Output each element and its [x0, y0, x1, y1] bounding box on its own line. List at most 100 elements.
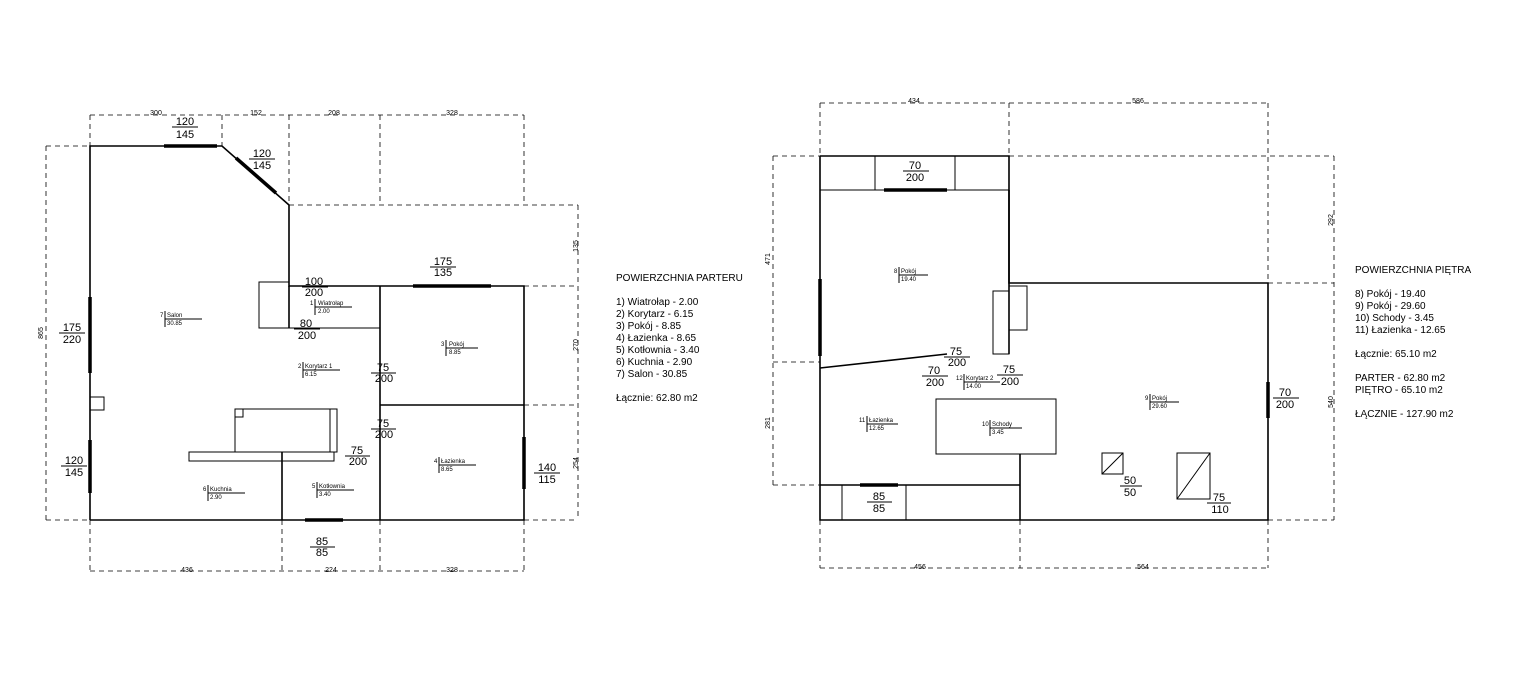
legend-ground-item-7: 7) Salon - 30.85: [616, 369, 688, 380]
opening-width: 175: [434, 256, 452, 268]
upper-opening-2: 75 200: [944, 346, 970, 369]
ground-dimension-lines: [45, 114, 579, 572]
opening-height: 200: [375, 373, 393, 385]
upper-walls: [819, 155, 1269, 521]
ground-dim-top-4: 328: [446, 110, 458, 117]
opening-height: 200: [1276, 399, 1294, 411]
upper-dim-top-2: 586: [1132, 98, 1144, 105]
room-area: 3.40: [319, 492, 331, 498]
ground-opening-9: 75 200: [371, 418, 396, 441]
opening-width: 85: [873, 491, 885, 503]
legend-parter-total: PARTER - 62.80 m2: [1355, 373, 1446, 384]
ground-dim-top-3: 208: [328, 110, 340, 117]
opening-width: 100: [305, 276, 323, 288]
upper-opening-1: 70 200: [903, 160, 929, 184]
upper-opening-8: 75 110: [1207, 492, 1231, 516]
ground-dim-right-1: 135: [573, 240, 580, 252]
upper-floor-plan: 434 586 456 564 471 281 292 540: [765, 98, 1335, 571]
opening-height: 200: [1001, 376, 1019, 388]
ground-dim-top-1: 300: [150, 110, 162, 117]
ground-room-label-2: 2 Korytarz 1 6.15: [298, 362, 340, 378]
room-area: 8.65: [441, 467, 453, 473]
legend-upper-item-11: 11) Łazienka - 12.65: [1355, 325, 1446, 336]
ground-opening-12: 85 85: [310, 536, 335, 559]
ground-dim-right-2: 270: [573, 339, 580, 351]
room-name: Korytarz 1: [305, 364, 333, 370]
room-number: 12: [956, 376, 963, 382]
upper-dim-bottom-1: 456: [914, 564, 926, 571]
opening-width: 75: [377, 418, 389, 430]
upper-room-label-12: 12 Korytarz 2 14.00: [956, 374, 1000, 390]
ground-opening-7: 175 135: [430, 256, 456, 279]
upper-dim-left-1: 471: [765, 253, 772, 265]
room-name: Schody: [992, 422, 1012, 428]
room-area: 6.15: [305, 372, 317, 378]
opening-width: 70: [928, 365, 940, 377]
opening-height: 115: [538, 474, 556, 486]
legend-ground-title: POWIERZCHNIA PARTERU: [616, 273, 743, 284]
room-name: Pokój: [449, 342, 464, 348]
opening-height: 50: [1124, 487, 1136, 499]
room-number: 5: [312, 484, 316, 490]
upper-dim-top-1: 434: [908, 98, 920, 105]
opening-height: 220: [63, 334, 81, 346]
ground-room-label-5: 5 Kotłownia 3.40: [312, 482, 354, 498]
legend-upper-title: POWIERZCHNIA PIĘTRA: [1355, 265, 1472, 276]
upper-dim-right-2: 540: [1328, 396, 1335, 408]
upper-dim-right-1: 292: [1328, 214, 1335, 226]
room-area: 12.65: [869, 426, 885, 432]
upper-dim-bottom-2: 564: [1137, 564, 1149, 571]
ground-room-label-7: 7 Salon 30.85: [160, 311, 202, 327]
room-name: Korytarz 2: [966, 376, 994, 382]
legend-ground-item-6: 6) Kuchnia - 2.90: [616, 357, 693, 368]
room-area: 2.90: [210, 495, 222, 501]
ground-floor-plan: 300 152 208 328 436 224 328 865 135 270 …: [38, 110, 580, 574]
upper-opening-5: 70 200: [1273, 387, 1299, 411]
room-name: Łazienka: [441, 459, 466, 465]
ground-windows: [88, 144, 526, 522]
room-name: Pokój: [901, 269, 916, 275]
opening-height: 145: [253, 160, 271, 172]
ground-opening-1: 120 145: [172, 116, 198, 141]
opening-height: 200: [948, 357, 966, 369]
legend-upper-item-9: 9) Pokój - 29.60: [1355, 301, 1426, 312]
ground-room-label-6: 6 Kuchnia 2.90: [203, 485, 245, 501]
legend-ground-item-2: 2) Korytarz - 6.15: [616, 309, 694, 320]
ground-opening-3: 175 220: [59, 322, 85, 346]
opening-height: 85: [316, 547, 328, 559]
room-area: 19.40: [901, 277, 917, 283]
opening-width: 120: [65, 455, 83, 467]
opening-width: 70: [909, 160, 921, 172]
room-name: Łazienka: [869, 418, 894, 424]
upper-opening-6: 85 85: [867, 491, 892, 515]
upper-room-label-8: 8 Pokój 19.40: [894, 267, 928, 283]
legend-grand-total: ŁĄCZNIE - 127.90 m2: [1355, 409, 1454, 420]
upper-opening-4: 75 200: [997, 364, 1023, 388]
room-area: 29.60: [1152, 404, 1168, 410]
ground-opening-10: 75 200: [345, 445, 370, 468]
room-name: Wiatrołap: [318, 301, 344, 307]
legend-ground-item-3: 3) Pokój - 8.85: [616, 321, 682, 332]
legend-ground-item-1: 1) Wiatrołap - 2.00: [616, 297, 699, 308]
opening-width: 85: [316, 536, 328, 548]
opening-height: 135: [434, 267, 452, 279]
opening-height: 110: [1211, 504, 1229, 516]
opening-height: 200: [375, 429, 393, 441]
room-number: 2: [298, 364, 302, 370]
room-number: 10: [982, 422, 989, 428]
room-number: 11: [859, 418, 866, 424]
room-number: 1: [310, 301, 314, 307]
room-area: 14.00: [966, 384, 982, 390]
opening-width: 75: [1003, 364, 1015, 376]
opening-height: 200: [349, 456, 367, 468]
upper-room-label-10: 10 Schody 3.45: [982, 420, 1022, 436]
room-number: 6: [203, 487, 207, 493]
opening-height: 200: [906, 172, 924, 184]
opening-height: 145: [176, 129, 194, 141]
ground-dim-bottom-1: 436: [181, 567, 193, 574]
legend-upper-item-10: 10) Schody - 3.45: [1355, 313, 1434, 324]
room-area: 30.85: [167, 321, 183, 327]
ground-opening-5: 100 200: [302, 276, 328, 299]
legend-pietro-total: PIĘTRO - 65.10 m2: [1355, 385, 1443, 396]
